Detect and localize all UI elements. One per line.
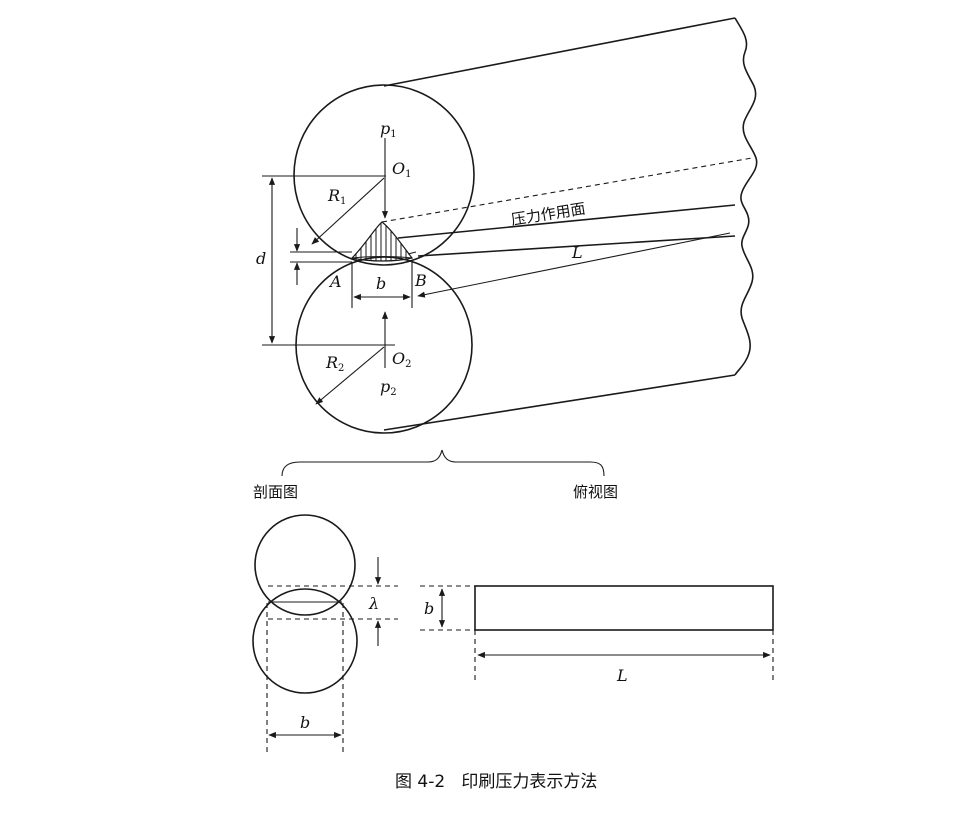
r2-arrow [315,346,385,405]
label-section-view: 剖面图 [253,483,298,501]
label-o2: O2 [392,349,412,370]
label-r2: R2 [325,353,344,374]
label-l-bottom: L [616,666,628,685]
label-b-point: B [414,271,427,290]
label-d: d [256,249,266,268]
contact-strip-rect [474,585,774,631]
section-lower-circle [252,588,358,694]
label-top-view: 俯视图 [573,483,618,501]
label-l-top: L [571,243,583,262]
label-b-width-bottom: b [300,713,310,732]
r1-arrow [311,177,385,245]
label-p1: p1 [380,119,397,140]
pressure-area-hatch [350,221,414,262]
section-upper-circle [254,514,356,616]
label-r1: R1 [327,186,346,207]
l-leader-arrow [417,232,731,298]
label-b-height: b [424,599,434,618]
label-o1: O1 [392,159,412,180]
label-a: A [328,272,342,291]
upper-roller-circle [293,84,475,266]
label-p2: p2 [380,377,397,398]
cylinder-body [381,17,758,431]
figure-caption: 图 4-2 印刷压力表示方法 [395,772,597,792]
label-lambda: λ [368,594,379,613]
view-brace [281,449,605,477]
label-pressure-surface: 压力作用面 [510,199,587,229]
label-b-width-top: b [376,274,386,293]
